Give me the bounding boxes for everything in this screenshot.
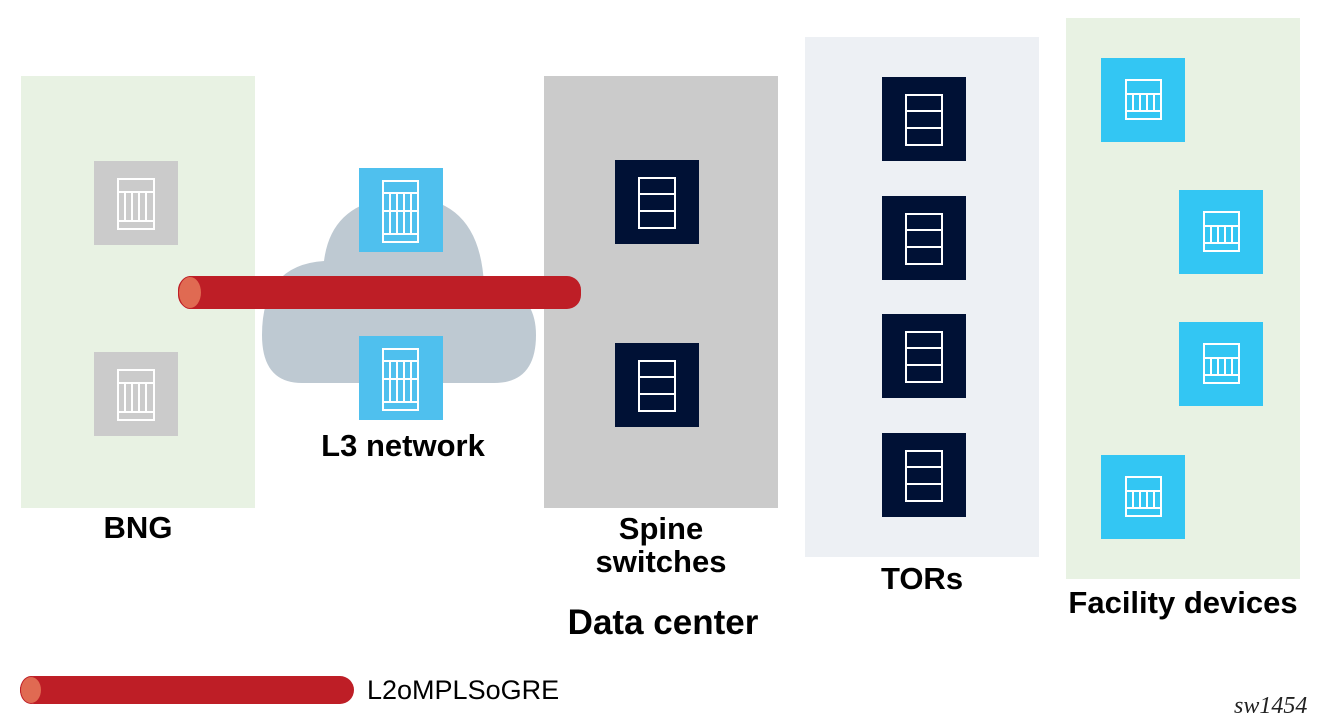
tor-switch-4[interactable] [882, 433, 966, 517]
bng-router-1[interactable] [94, 161, 178, 245]
router-icon [94, 161, 178, 245]
spine-label-line1: Spine [618, 511, 704, 546]
facility-device-icon [1101, 455, 1185, 539]
switch-icon [882, 196, 966, 280]
router-icon [94, 352, 178, 436]
spine-switch-1[interactable] [615, 160, 699, 244]
facility-devices-label: Facility devices [1068, 585, 1298, 620]
tors-label: TORs [880, 561, 964, 596]
facility-device-icon [1179, 322, 1263, 406]
l3-network-label: L3 network [321, 428, 485, 463]
figure-id: sw1454 [1234, 693, 1308, 719]
facility-device-icon [1101, 58, 1185, 142]
switch-icon [615, 343, 699, 427]
data-center-label: Data center [567, 603, 759, 642]
router-icon [359, 336, 443, 420]
facility-device-1[interactable] [1101, 58, 1185, 142]
legend-label: L2oMPLSoGRE [367, 675, 560, 705]
tor-switch-2[interactable] [882, 196, 966, 280]
spine-label-line2: switches [595, 543, 727, 579]
tor-switch-3[interactable] [882, 314, 966, 398]
tunnel-end-cap [178, 276, 202, 309]
spine-switches-label: Spine switches [544, 511, 778, 579]
l3-router-2[interactable] [359, 336, 443, 420]
legend-tunnel-symbol [20, 676, 354, 704]
router-icon [359, 168, 443, 252]
facility-device-3[interactable] [1179, 322, 1263, 406]
spine-panel [544, 76, 778, 508]
switch-icon [882, 77, 966, 161]
tor-switch-1[interactable] [882, 77, 966, 161]
facility-device-icon [1179, 190, 1263, 274]
switch-icon [882, 433, 966, 517]
bng-router-2[interactable] [94, 352, 178, 436]
spine-switch-2[interactable] [615, 343, 699, 427]
switch-icon [615, 160, 699, 244]
bng-label: BNG [103, 510, 173, 545]
l3-router-1[interactable] [359, 168, 443, 252]
facility-device-4[interactable] [1101, 455, 1185, 539]
facility-device-2[interactable] [1179, 190, 1263, 274]
switch-icon [882, 314, 966, 398]
legend-tunnel-cap [20, 676, 42, 704]
l2ompls-tunnel[interactable] [178, 276, 581, 309]
